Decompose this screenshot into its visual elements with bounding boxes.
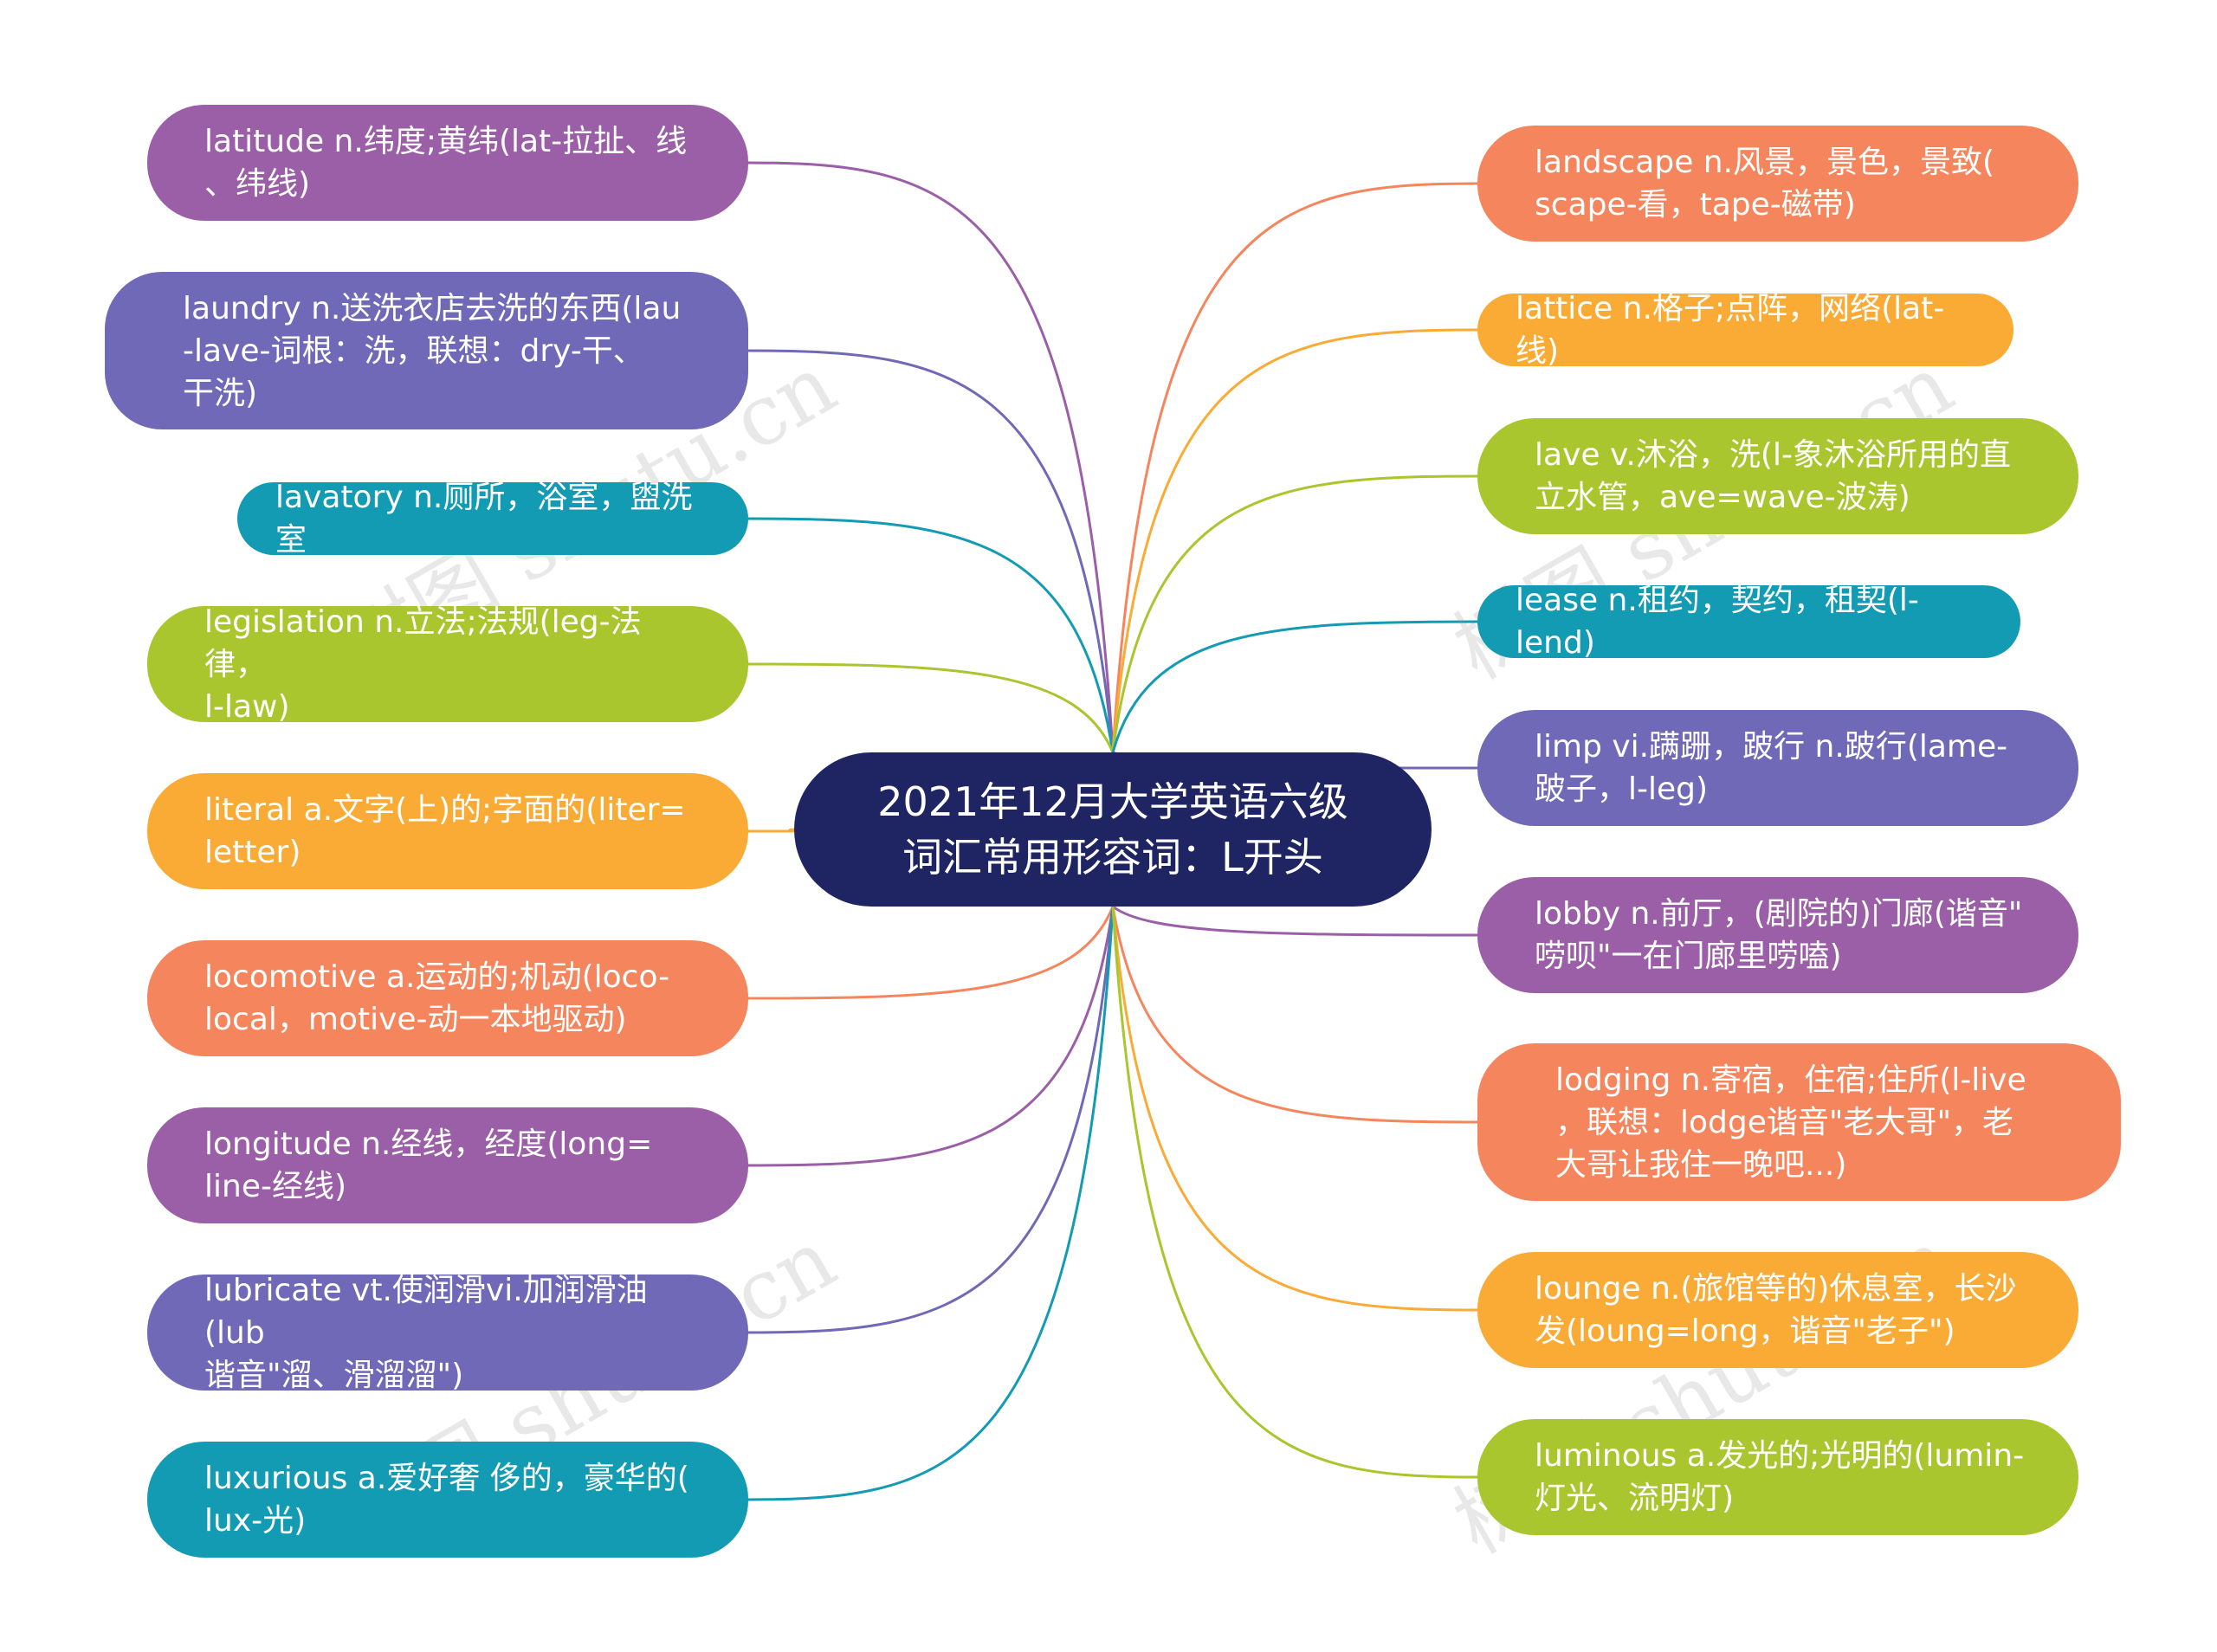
node-lavatory[interactable]: lavatory n.厕所，浴室，盥洗室 — [237, 482, 748, 555]
node-label: literal a.文字(上)的;字面的(liter= letter) — [204, 792, 686, 870]
node-lattice[interactable]: lattice n.格子;点阵，网络(lat-线) — [1477, 294, 2013, 366]
node-label: legislation n.立法;法规(leg-法律， l-law) — [204, 606, 642, 722]
node-lounge[interactable]: lounge n.(旅馆等的)休息室，长沙 发(loung=long，谐音"老子… — [1477, 1252, 2078, 1368]
node-label: luxurious a.爱好奢 侈的，豪华的( lux-光) — [204, 1461, 689, 1539]
node-lave[interactable]: lave v.沐浴，洗(l-象沐浴所用的直 立水管，ave=wave-波涛) — [1477, 418, 2078, 534]
node-label: lease n.租约，契约，租契(l-lend) — [1516, 585, 1919, 658]
node-label: lattice n.格子;点阵，网络(lat-线) — [1516, 294, 1945, 366]
connector-line — [1111, 620, 1478, 753]
node-locomotive[interactable]: locomotive a.运动的;机动(loco- local，motive-动… — [147, 940, 748, 1056]
central-topic[interactable]: 2021年12月大学英语六级 词汇常用形容词：L开头 — [794, 752, 1432, 907]
connector-line — [1111, 474, 1478, 753]
node-label: limp vi.蹒跚，跛行 n.跛行(lame- 跛子，l-leg) — [1535, 729, 2008, 807]
node-label: lobby n.前厅，(剧院的)门廊(谐音" 唠呗"一在门廊里唠嗑) — [1535, 896, 2023, 974]
node-label: lubricate vt.使润滑vi.加润滑油(lub 谐音"溜、滑溜溜") — [204, 1274, 648, 1391]
connector-line — [747, 906, 1115, 1000]
node-label: latitude n.纬度;黄纬(lat-拉扯、线 、纬线) — [204, 124, 688, 202]
node-label: lounge n.(旅馆等的)休息室，长沙 发(loung=long，谐音"老子… — [1535, 1271, 2017, 1349]
central-topic-title: 2021年12月大学英语六级 词汇常用形容词：L开头 — [877, 778, 1348, 881]
connector-line — [1111, 906, 1478, 1479]
node-lodging[interactable]: lodging n.寄宿，住宿;住所(l-live ，联想：lodge谐音"老大… — [1477, 1043, 2121, 1201]
connector-line — [747, 906, 1115, 1167]
connector-line — [1112, 905, 1478, 937]
node-latitude[interactable]: latitude n.纬度;黄纬(lat-拉扯、线 、纬线) — [147, 105, 748, 221]
connector-line — [747, 517, 1115, 753]
node-label: laundry n.送洗衣店去洗的东西(lau -lave-词根：洗，联想：dr… — [183, 290, 682, 411]
node-luminous[interactable]: luminous a.发光的;光明的(lumin- 灯光、流明灯) — [1477, 1419, 2078, 1535]
node-label: locomotive a.运动的;机动(loco- local，motive-动… — [204, 959, 670, 1037]
node-label: lave v.沐浴，洗(l-象沐浴所用的直 立水管，ave=wave-波涛) — [1535, 437, 2011, 515]
node-label: lavatory n.厕所，浴室，盥洗室 — [275, 482, 693, 555]
node-literal[interactable]: literal a.文字(上)的;字面的(liter= letter) — [147, 773, 748, 889]
connector-line — [1111, 906, 1478, 1124]
node-label: landscape n.风景，景色，景致( scape-看，tape-磁带) — [1535, 145, 1995, 223]
node-lubricate[interactable]: lubricate vt.使润滑vi.加润滑油(lub 谐音"溜、滑溜溜") — [147, 1274, 748, 1391]
node-label: longitude n.经线，经度(long= line-经线) — [204, 1126, 653, 1204]
connector-line — [747, 662, 1115, 753]
node-legislation[interactable]: legislation n.立法;法规(leg-法律， l-law) — [147, 606, 748, 722]
node-laundry[interactable]: laundry n.送洗衣店去洗的东西(lau -lave-词根：洗，联想：dr… — [105, 272, 748, 429]
connector-line — [1111, 906, 1478, 1312]
node-longitude[interactable]: longitude n.经线，经度(long= line-经线) — [147, 1107, 748, 1223]
connector-line — [1111, 328, 1478, 753]
connector-line — [747, 906, 1115, 1334]
node-landscape[interactable]: landscape n.风景，景色，景致( scape-看，tape-磁带) — [1477, 126, 2078, 242]
node-label: luminous a.发光的;光明的(lumin- 灯光、流明灯) — [1535, 1438, 2025, 1516]
connector-line — [747, 161, 1115, 753]
connector-line — [747, 906, 1115, 1501]
connector-line — [1111, 182, 1478, 753]
node-lease[interactable]: lease n.租约，契约，租契(l-lend) — [1477, 585, 2020, 658]
node-label: lodging n.寄宿，住宿;住所(l-live ，联想：lodge谐音"老大… — [1555, 1062, 2026, 1183]
node-lobby[interactable]: lobby n.前厅，(剧院的)门廊(谐音" 唠呗"一在门廊里唠嗑) — [1477, 877, 2078, 993]
connector-line — [747, 349, 1115, 753]
node-luxurious[interactable]: luxurious a.爱好奢 侈的，豪华的( lux-光) — [147, 1442, 748, 1558]
node-limp[interactable]: limp vi.蹒跚，跛行 n.跛行(lame- 跛子，l-leg) — [1477, 710, 2078, 826]
